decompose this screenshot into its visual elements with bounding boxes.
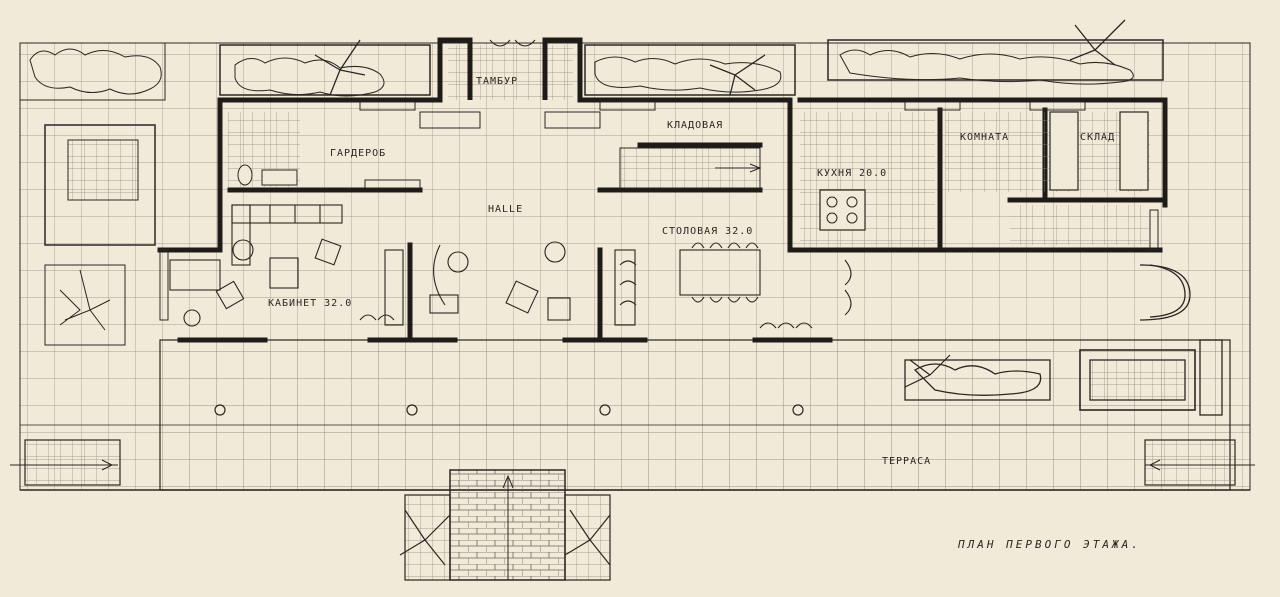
label-terrasa: терраса: [882, 456, 932, 467]
label-halle: halle: [488, 204, 524, 215]
garderob-wc: [228, 112, 300, 187]
label-room-mid: комната: [960, 132, 1010, 143]
label-kukhnya: кухня 20.0: [817, 168, 888, 179]
dining-furniture: [614, 242, 852, 329]
columns: [214, 404, 804, 416]
label-tambur: тамбур: [476, 76, 519, 87]
label-kladovaya: кладовая: [667, 120, 724, 131]
plant-sketches: [399, 354, 951, 566]
plan-title: план первого этажа.: [958, 538, 1141, 551]
label-stolovaya: столовая 32.0: [662, 226, 754, 237]
tambur: [437, 37, 583, 100]
terrace-features: [904, 264, 1223, 416]
planters-top: [219, 19, 1164, 97]
kabinet-furniture: [169, 204, 404, 327]
label-room-right: склад: [1080, 132, 1116, 143]
garden-left: [19, 42, 166, 346]
label-garderob: гардероб: [330, 148, 387, 159]
entrance-stair: [404, 469, 611, 581]
hall-furniture: [429, 241, 571, 321]
kitchen: [800, 111, 1150, 247]
label-kabinet: кабинет 32.0: [268, 298, 353, 309]
interior-stair: [619, 147, 762, 189]
side-steps: [10, 439, 1255, 486]
windows: [159, 101, 1159, 321]
